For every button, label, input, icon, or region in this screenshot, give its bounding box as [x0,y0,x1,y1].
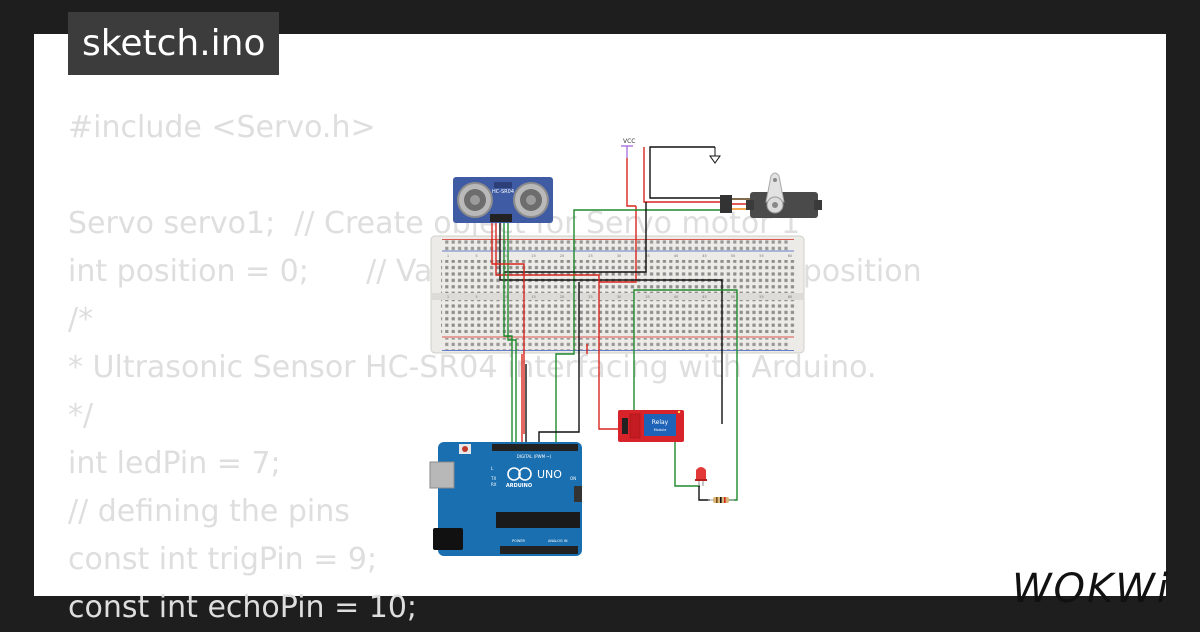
sensor-label: HC-SR04 [492,189,514,195]
breadboard-column-label: 55 [759,295,764,299]
breadboard-column-label: 25 [588,295,593,299]
breadboard-column-label: 35 [645,254,650,258]
code-line: * Ultrasonic Sensor HC-SR04 interfacing … [68,350,877,385]
breadboard-column-label: 45 [702,254,707,258]
breadboard-column-label: 55 [759,254,764,258]
code-line: #include <Servo.h> [68,110,376,145]
board-tx-label: TX [490,476,496,481]
breadboard-column-label: 60 [788,254,793,258]
relay-module[interactable]: Relay Module [618,410,684,442]
breadboard-column-label: 30 [617,295,622,299]
breadboard-column-label: 40 [674,295,679,299]
breadboard-column-label: 30 [617,254,622,258]
breadboard-column-label: 20 [560,295,565,299]
wokwi-logo: WOKWi [1012,566,1168,612]
led[interactable] [695,467,707,486]
servo-motor[interactable] [720,172,822,218]
preview-card: #include <Servo.h> Servo servo1; // Creat… [34,34,1168,625]
vcc-label: VCC [623,138,635,145]
breadboard-column-label: 15 [531,295,536,299]
board-model: UNO [537,468,562,481]
ultrasonic-sensor[interactable]: HC-SR04 [453,177,553,223]
code-line: */ [68,398,94,433]
breadboard-column-label: 50 [731,254,736,258]
breadboard-column-label: 1 [447,295,449,299]
vcc-symbol: VCC [621,138,635,158]
wokwi-logo-text: WOKWi [1012,566,1170,612]
file-title: sketch.ino [82,22,266,64]
code-line: int ledPin = 7; [68,446,281,481]
breadboard-column-label: 20 [560,254,565,258]
board-digital-label: DIGITAL (PWM ~) [517,454,552,459]
board-analog-label: ANALOG IN [548,539,568,543]
breadboard-column-label: 10 [503,254,508,258]
breadboard-column-label: 25 [588,254,593,258]
code-background: #include <Servo.h> Servo servo1; // Creat… [68,104,922,632]
board-power-label: POWER [512,539,526,543]
code-line: const int trigPin = 9; [68,542,378,577]
relay-label: Relay [652,419,669,426]
file-title-tab: sketch.ino [68,12,280,75]
code-line: const int echoPin = 10; [68,590,418,625]
breadboard-column-label: 1 [447,254,449,258]
board-brand: ARDUINO [506,483,532,489]
code-line: Servo servo1; // Create object for Servo… [68,206,801,241]
resistor[interactable] [708,497,734,503]
breadboard-column-label: 5 [475,254,477,258]
breadboard-column-label: 40 [674,254,679,258]
breadboard-column-label: 5 [475,295,477,299]
relay-sublabel: Module [654,428,667,432]
ground-symbol [709,147,721,164]
board-l-label: L [491,466,494,471]
board-rx-label: RX [491,482,497,487]
code-line: // defining the pins [68,494,350,529]
arduino-uno[interactable]: DIGITAL (PWM ~) UNO ARDUINO ON TX RX L P… [429,442,582,556]
board-on-label: ON [570,476,576,481]
breadboard-column-label: 60 [788,295,793,299]
breadboard-column-label: 35 [645,295,650,299]
breadboard-column-label: 10 [503,295,508,299]
breadboard-column-label: 50 [731,295,736,299]
breadboard-column-label: 45 [702,295,707,299]
breadboard-column-label: 15 [531,254,536,258]
code-line: /* [68,302,94,337]
